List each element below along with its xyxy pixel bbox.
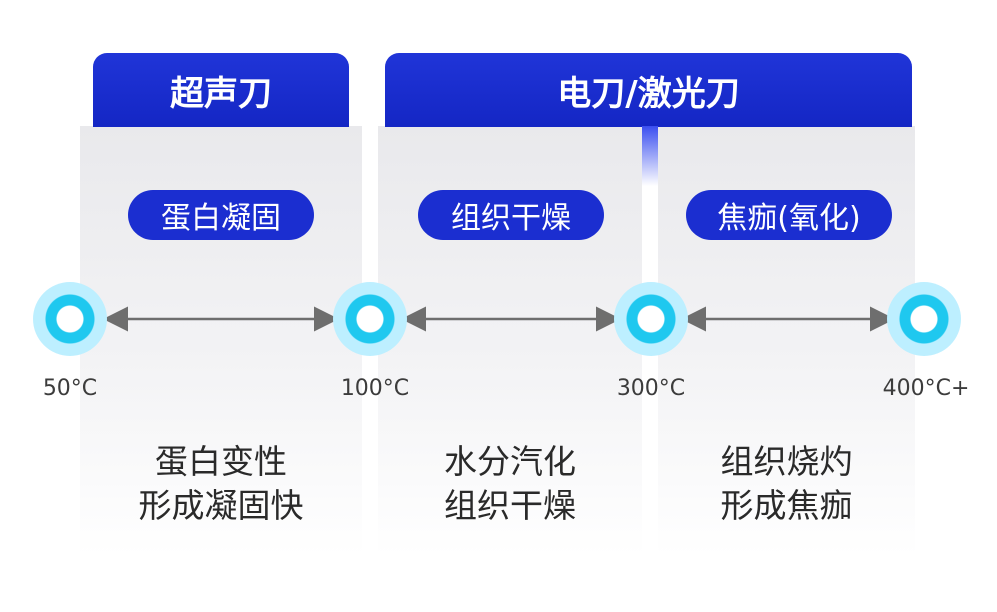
stage-desc-drying: 水分汽化 组织干燥 — [378, 440, 642, 528]
stage-pill-eschar: 焦痂(氧化) — [686, 190, 892, 240]
node-50 — [33, 282, 107, 356]
stage-desc-line: 形成焦痂 — [720, 486, 853, 525]
stage-desc-line: 蛋白变性 — [155, 442, 287, 481]
stage-desc-line: 组织烧灼 — [720, 442, 853, 481]
temp-label-50: 50°C — [42, 376, 98, 401]
stage-desc-eschar: 组织烧灼 形成焦痂 — [658, 440, 915, 528]
stage-desc-protein: 蛋白变性 形成凝固快 — [80, 440, 362, 528]
temp-label-400: 400°C+ — [882, 376, 970, 401]
stage-desc-line: 水分汽化 — [444, 442, 576, 481]
stage-pill-tissue-drying: 组织干燥 — [418, 190, 604, 240]
stage-desc-line: 形成凝固快 — [138, 486, 304, 525]
node-400 — [887, 282, 961, 356]
temp-label-100: 100°C — [340, 376, 410, 401]
node-100 — [333, 282, 407, 356]
header-ultrasonic: 超声刀 — [93, 53, 349, 127]
header-divider — [642, 126, 658, 186]
header-electric-laser: 电刀/激光刀 — [385, 53, 912, 127]
stage-pill-protein-coagulation: 蛋白凝固 — [128, 190, 314, 240]
temp-label-300: 300°C — [616, 376, 686, 401]
node-300 — [614, 282, 688, 356]
stage-desc-line: 组织干燥 — [444, 486, 576, 525]
